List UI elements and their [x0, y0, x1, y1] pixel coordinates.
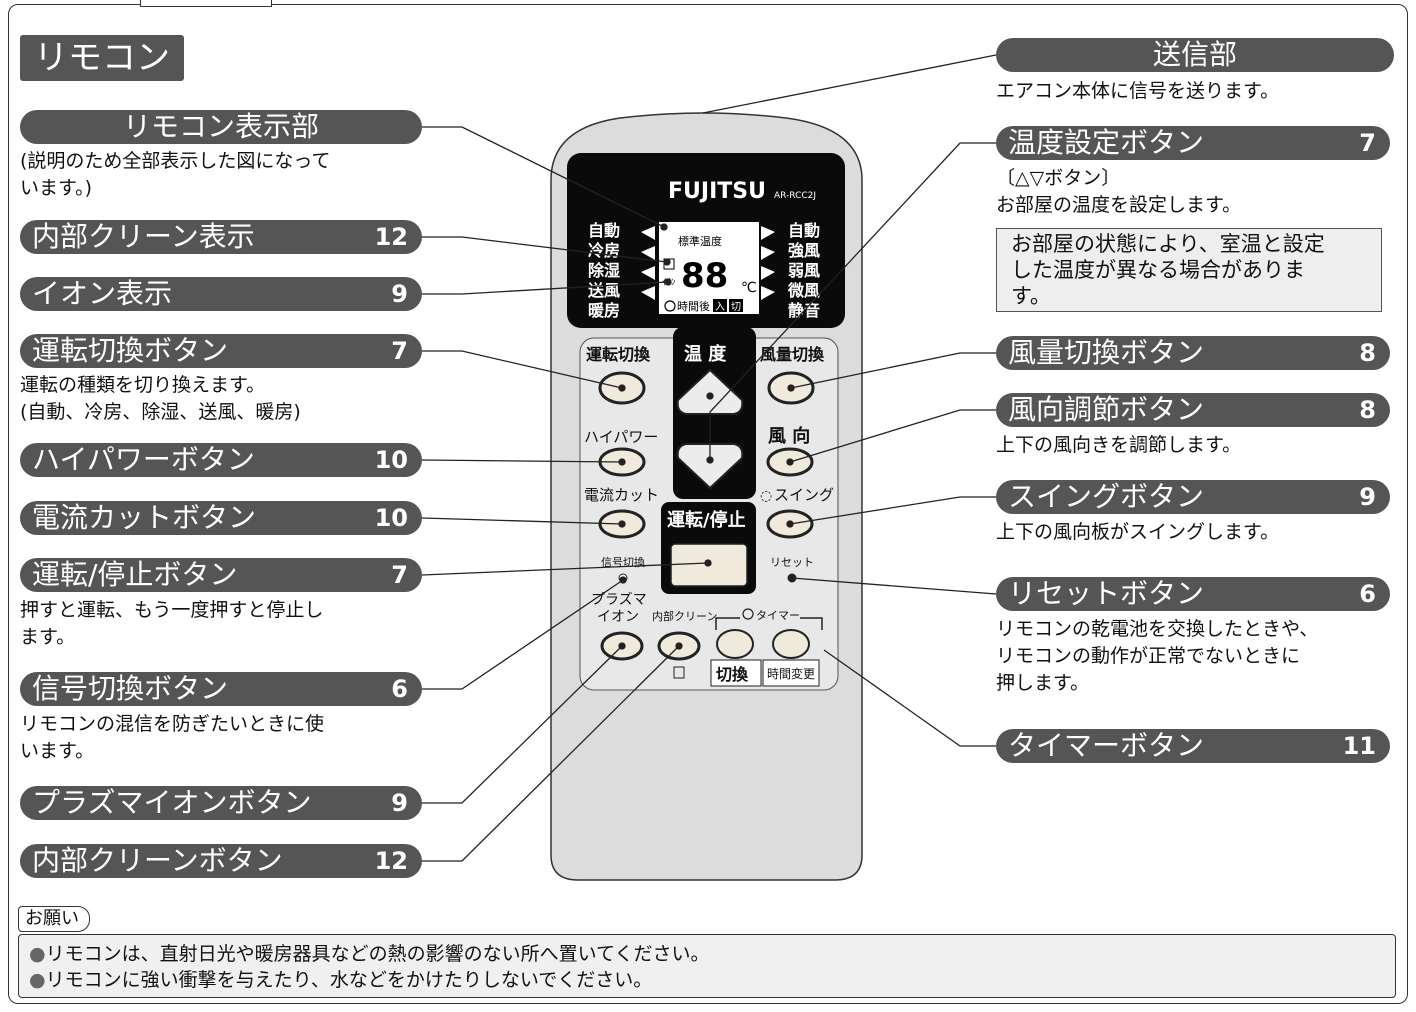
btn-timer-change-label: 時間変更 [767, 666, 815, 681]
fan-quiet: 微風 [787, 281, 820, 300]
mode-auto: 自動 [588, 221, 620, 240]
page-title: リモコン [20, 35, 184, 81]
temp-note-line-2: した温度が異なる場合がありま [1011, 258, 1305, 282]
desc-temp-2: お部屋の温度を設定します。 [996, 194, 1242, 216]
clean-icon [673, 666, 685, 679]
fan-low: 弱風 [788, 261, 820, 280]
btn-timer-label: タイマー [756, 609, 800, 622]
lcd-off: 切 [731, 301, 741, 313]
desc-signal-2: います。 [20, 740, 95, 762]
temp-note-line-3: す。 [1011, 284, 1051, 308]
btn-fan-label: 風量切換 [760, 345, 825, 364]
timer-change-button[interactable] [772, 629, 810, 659]
desc-direction: 上下の風向きを調節します。 [996, 434, 1242, 456]
page-frame [8, 4, 1408, 1004]
fan-auto: 自動 [788, 221, 820, 240]
lcd-area: 標準温度 88 ℃ ｲｵﾝ 時間後 入 切 自動 冷房 除湿 送風 暖房 自動 … [587, 221, 820, 320]
btn-onoff-label: 運転/停止 [667, 509, 746, 531]
btn-hipower-label: ハイパワー [584, 428, 658, 446]
desc-onoff-2: ます。 [20, 626, 76, 648]
desc-temp-1: 〔△▽ボタン〕 [996, 167, 1121, 189]
request-item-1: ●リモコンは、直射日光や暖房器具などの熱の影響のない所へ置いてください。 [29, 943, 710, 965]
btn-mode-label: 運転切換 [586, 345, 651, 364]
desc-onoff-1: 押すと運転、もう一度押すと停止し [20, 599, 324, 621]
label-transmitter: 送信部 [996, 38, 1394, 72]
btn-reset-label: リセット [770, 556, 814, 569]
brand-area: FUJITSU AR-RCC2J [668, 179, 816, 204]
temp-note-box: お部屋の状態により、室温と設定 した温度が異なる場合がありま す。 [996, 228, 1382, 312]
desc-reset-1: リモコンの乾電池を交換したときや、 [996, 618, 1319, 640]
model-number: AR-RCC2J [774, 191, 816, 201]
btn-plasma-label-2: イオン [597, 609, 639, 625]
lcd-clock-icon [664, 300, 676, 312]
desc-mode-1: 運転の種類を切り換えます。 [20, 374, 266, 396]
request-box: ●リモコンは、直射日光や暖房器具などの熱の影響のない所へ置いてください。 ●リモ… [18, 934, 1396, 998]
btn-clean-label: 内部クリーン [652, 609, 717, 623]
bullet-icon: ● [29, 969, 46, 991]
timer-clock-icon [742, 608, 754, 620]
request-tag: お願い [18, 906, 90, 932]
desc-signal-1: リモコンの混信を防ぎたいときに使 [20, 713, 325, 735]
temp-note-line-1: お部屋の状態により、室温と設定 [1011, 232, 1325, 256]
timer-switch-button[interactable] [716, 629, 754, 659]
desc-mode-2: (自動、冷房、除湿、送風、暖房) [20, 401, 301, 423]
desc-display-2: います。) [20, 177, 93, 199]
mode-cool: 冷房 [588, 241, 620, 260]
bullet-icon: ● [29, 943, 46, 965]
desc-swing: 上下の風向板がスイングします。 [996, 521, 1280, 543]
desc-reset-3: 押します。 [996, 672, 1090, 694]
btn-timer-switch-label: 切換 [716, 665, 749, 684]
brand-logo: FUJITSU [668, 179, 766, 204]
btn-swing-label: スイング [774, 486, 834, 504]
fan-high: 強風 [788, 241, 820, 260]
label-display: リモコン表示部 [20, 110, 422, 144]
page-tab [140, 0, 272, 7]
lcd-standard-temp: 標準温度 [678, 234, 722, 248]
leader-lines [421, 54, 997, 862]
btn-temp-label: 温 度 [684, 343, 727, 365]
desc-reset-2: リモコンの動作が正常でないときに [996, 645, 1301, 667]
mode-dry: 除湿 [588, 261, 620, 280]
lcd-timer-text: 時間後 [677, 299, 710, 313]
btn-direction-label: 風 向 [768, 425, 810, 447]
btn-plasma-label-1: プラズマ [591, 592, 647, 608]
mode-fan: 送風 [587, 281, 620, 300]
desc-transmitter: エアコン本体に信号を送ります。 [996, 80, 1280, 102]
desc-display-1: (説明のため全部表示した図になって [20, 150, 331, 172]
lcd-digits: 88 [681, 256, 728, 296]
swing-icon: ◌ [760, 488, 772, 504]
mode-heat: 暖房 [588, 301, 620, 320]
lcd-unit: ℃ [741, 280, 757, 296]
btn-current-label: 電流カット [584, 486, 659, 504]
request-item-2: ●リモコンに強い衝撃を与えたり、水などをかけたりしないでください。 [29, 969, 653, 991]
lcd-on: 入 [715, 302, 725, 313]
